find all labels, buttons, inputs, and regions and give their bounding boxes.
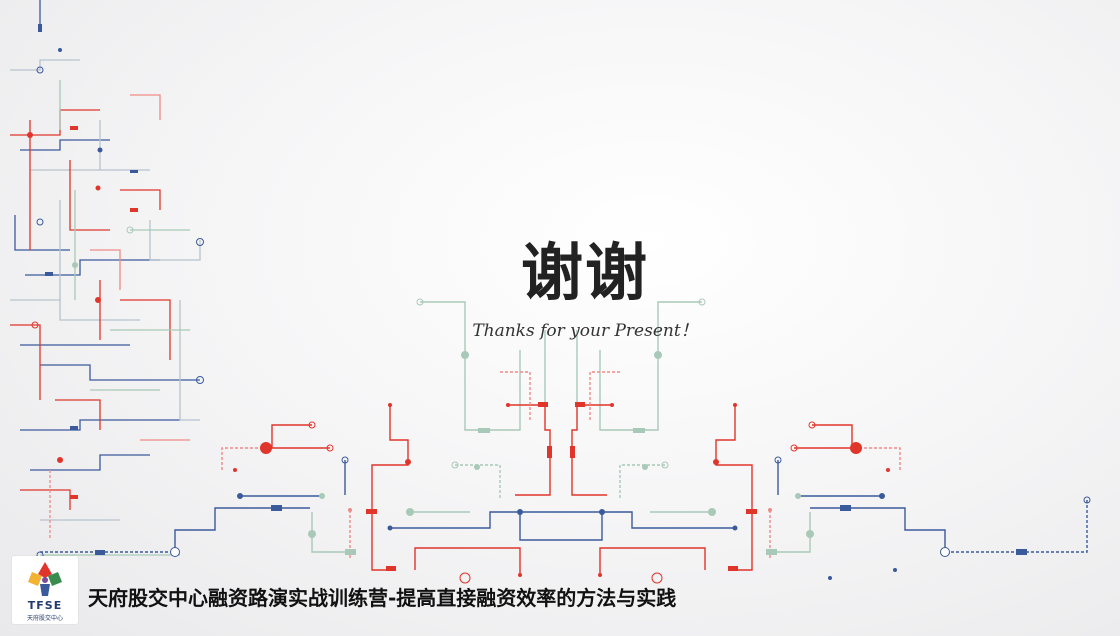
page-subtitle: Thanks for your Present！ [472, 321, 698, 341]
logo-name: 天府股交中心 [26, 615, 63, 622]
page-title: 谢谢 [520, 236, 649, 309]
footer-title: 天府股交中心融资路演实战训练营-提高直接融资效率的方法与实践 [88, 586, 677, 610]
tfse-logo-icon [28, 562, 62, 596]
logo-abbreviation: TFSE [27, 599, 63, 612]
company-logo: TFSE 天府股交中心 [12, 556, 78, 624]
